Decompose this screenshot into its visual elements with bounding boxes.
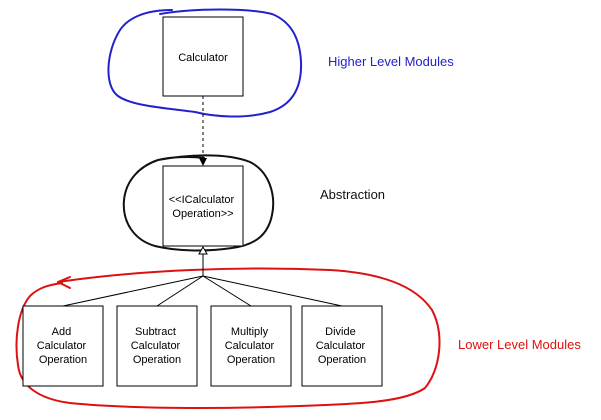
- interface-box: [162, 165, 244, 247]
- divide-label: Divide Calculator Operation: [316, 326, 369, 366]
- lower-level-outline-arrowhead: [57, 276, 71, 289]
- lower-level-label: Lower Level Modules: [458, 337, 581, 352]
- multiply-node[interactable]: Multiply Calculator Operation: [210, 305, 292, 387]
- higher-level-label: Higher Level Modules: [328, 54, 454, 69]
- higher-level-outline: [107, 8, 303, 118]
- inheritance-line-add: [62, 275, 204, 307]
- subtract-node[interactable]: Subtract Calculator Operation: [116, 305, 198, 387]
- multiply-label: Multiply Calculator Operation: [225, 326, 278, 366]
- add-node[interactable]: Add Calculator Operation: [22, 305, 104, 387]
- interface-label: <<ICalculator Operation>>: [169, 194, 238, 220]
- divide-node[interactable]: Divide Calculator Operation: [301, 305, 383, 387]
- abstraction-outline: [122, 154, 275, 252]
- calculator-label: Calculator: [178, 52, 228, 64]
- dependency-arrowhead: [199, 158, 207, 166]
- calculator-box: [162, 16, 244, 97]
- interface-node[interactable]: <<ICalculator Operation>>: [162, 165, 244, 247]
- inheritance-line-subtract: [156, 275, 204, 307]
- lower-level-outline: [15, 267, 441, 409]
- subtract-box: [116, 305, 198, 387]
- multiply-box: [210, 305, 292, 387]
- inheritance-line-divide: [202, 275, 343, 307]
- add-box: [22, 305, 104, 387]
- abstraction-label: Abstraction: [320, 187, 385, 202]
- add-label: Add Calculator Operation: [37, 326, 90, 366]
- divide-box: [301, 305, 383, 387]
- calculator-node[interactable]: Calculator: [162, 16, 244, 97]
- subtract-label: Subtract Calculator Operation: [131, 326, 184, 366]
- inheritance-line-multiply: [202, 275, 252, 307]
